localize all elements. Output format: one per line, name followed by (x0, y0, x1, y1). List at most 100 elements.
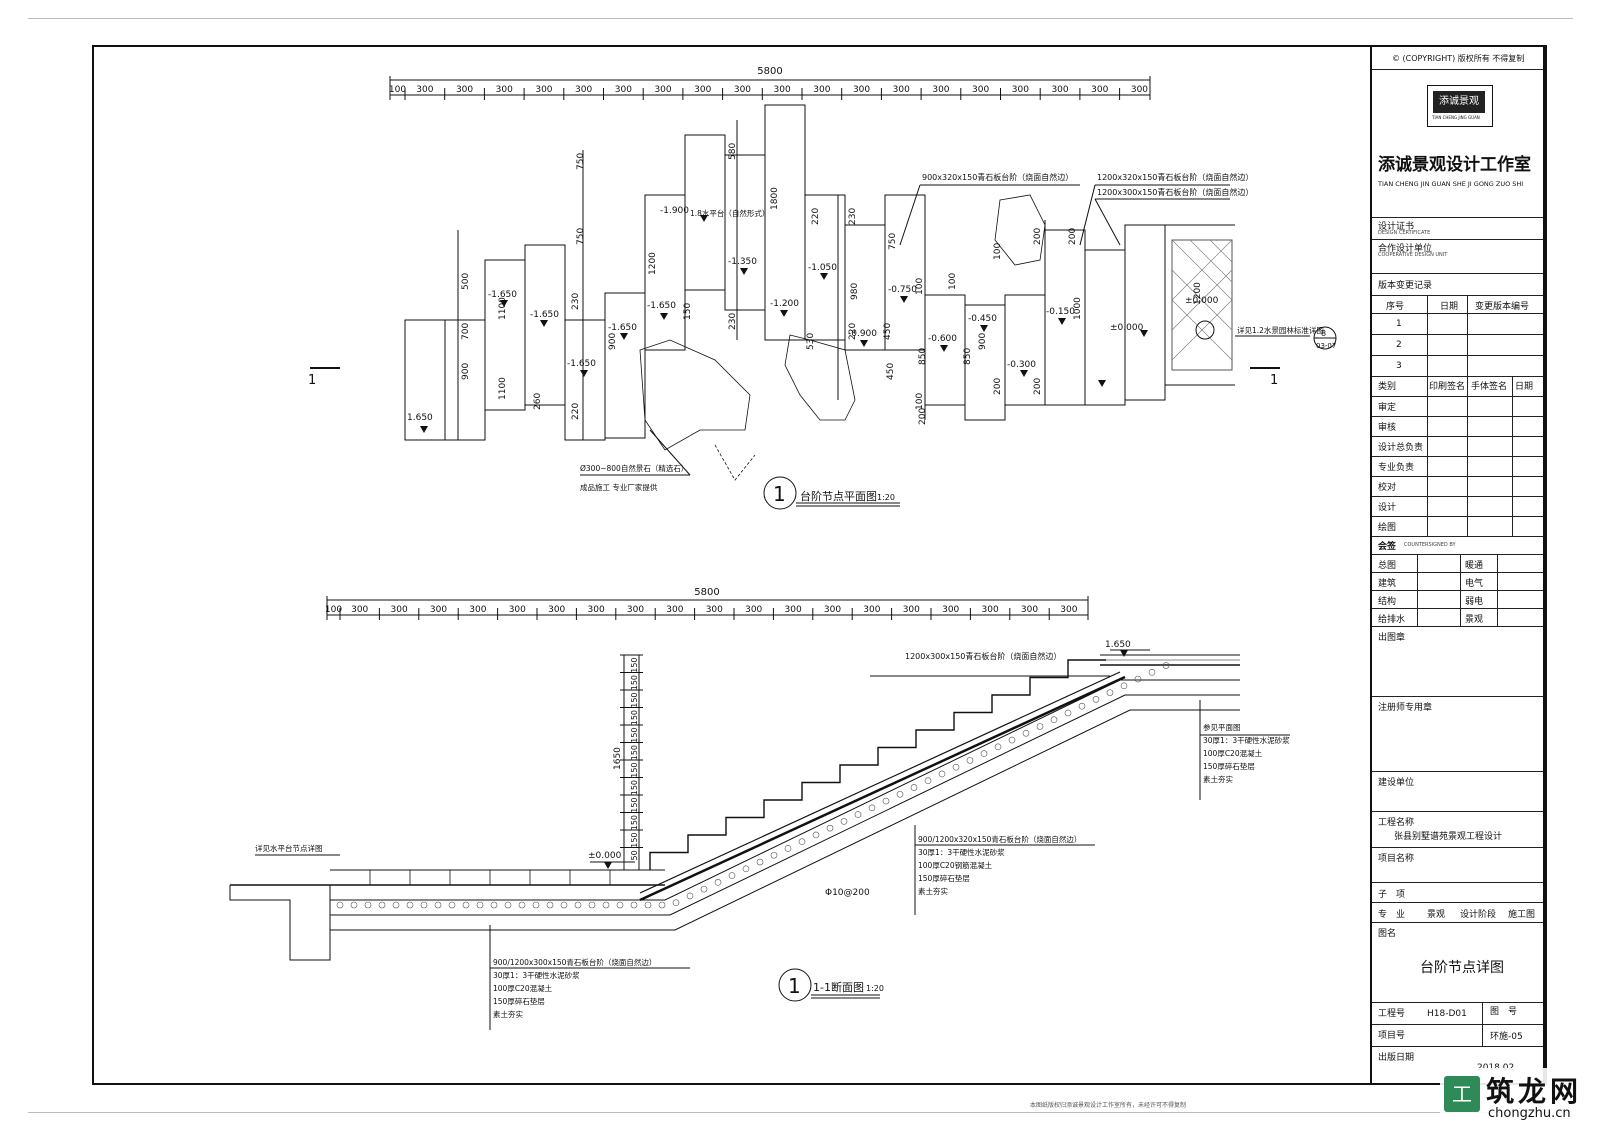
gravel-stone (672, 899, 680, 906)
item-no-row: 项目号 环施-05 (1372, 1024, 1543, 1046)
project-name: 张县别墅谱苑景观工程设计 (1394, 832, 1503, 842)
project-name-label: 工程名称 (1378, 818, 1415, 828)
gravel-stone (378, 901, 386, 909)
section-title-number: 1 (788, 974, 801, 998)
gravel-stone (924, 777, 932, 785)
plan-level-label: -1.900 (660, 206, 689, 216)
plan-level-label: -1.350 (728, 257, 757, 267)
section-height-dim: 1650 (613, 747, 623, 770)
top-dim-label: 300 (893, 85, 910, 95)
page-top-rule (28, 18, 1573, 19)
top-dim-label: 300 (972, 85, 989, 95)
sign-role-row: 审定 (1372, 396, 1543, 416)
drawing-frame (92, 45, 1547, 1085)
plan-level-label: -0.600 (928, 334, 957, 344)
section-base-level: ±0.000 (588, 851, 622, 861)
top-dim-label: 300 (1012, 85, 1029, 95)
title-block: © (COPYRIGHT) 版权所有 不得复制 添诚景观 TIAN CHENG … (1370, 45, 1545, 1085)
plan-level-label: -1.650 (608, 323, 637, 333)
top-dim-label: 300 (456, 85, 473, 95)
section-note: 素土夯实 (493, 1009, 523, 1019)
rev-header-no: 序号 (1386, 302, 1405, 312)
gravel-stone (588, 901, 596, 909)
plan-dim-label: 1100 (498, 377, 508, 400)
gravel-stone (868, 804, 876, 812)
gravel-stone (700, 885, 708, 893)
top-dim-label: 300 (734, 85, 751, 95)
plan-dim-label: 200 (1068, 228, 1078, 245)
gravel-stone (966, 757, 974, 764)
reg-stamp-label: 注册师专用章 (1378, 703, 1433, 713)
countersign-row-item: 给排水景观 (1372, 608, 1543, 626)
sign-role-label: 绘图 (1378, 523, 1397, 533)
gravel-stone (1120, 682, 1128, 690)
studio-area: 添诚景观 TIAN CHENG JING GUAN 添诚景观设计工作室 TIAN… (1372, 69, 1543, 259)
sign-header-cat: 类别 (1378, 382, 1397, 392)
drawing-name: 台阶节点详图 (1420, 960, 1504, 976)
studio-logo: 添诚景观 TIAN CHENG JING GUAN (1427, 85, 1493, 127)
plan-note-6: 详见1.2水景园林标准详图 (1237, 325, 1324, 335)
countersign-left: 总图 (1378, 561, 1397, 571)
sign-role-row: 设计 (1372, 496, 1543, 516)
gravel-stone (742, 865, 750, 873)
item-row: 项目名称 (1372, 847, 1543, 882)
sign-col-3 (1512, 376, 1513, 536)
spec-row: 专 业 景观 设计阶段 施工图 (1372, 902, 1543, 922)
studio-logo-inner: 添诚景观 (1433, 91, 1485, 113)
countersign-left: 给排水 (1378, 615, 1406, 625)
plan-dim-label: 150 (683, 303, 693, 320)
plan-dim-label: 200 (1033, 228, 1043, 245)
gravel-stone (882, 797, 890, 805)
bottom-dim-label: 300 (1021, 605, 1038, 615)
plan-note-4: Ø300~800自然景石（精选石） (580, 463, 688, 473)
plan-dim-label: 200 (918, 408, 928, 425)
plan-dim-label: 100 (993, 243, 1003, 260)
gravel-stone (854, 811, 862, 818)
detail-ref-bottom: 03-07 (1316, 342, 1336, 350)
riser-dim-label: 150 (630, 780, 639, 795)
section-note: 30厚1：3干硬性水泥砂浆 (493, 970, 580, 980)
top-dim-label: 300 (575, 85, 592, 95)
plan-dim-label: 900 (978, 333, 988, 350)
plan-dim-label: 220 (571, 403, 581, 420)
stage-value: 施工图 (1508, 910, 1536, 920)
job-no-label: 工程号 (1378, 1009, 1406, 1019)
section-note: 100厚C20混凝土 (1203, 748, 1263, 758)
cs-col-2 (1460, 554, 1461, 626)
plan-title-scale: 1:20 (877, 493, 895, 502)
stage-label: 设计阶段 (1460, 910, 1497, 920)
plan-dim-label: 260 (533, 393, 543, 410)
countersign-row: 会签 COUNTERSIGNED BY (1372, 536, 1543, 554)
bottom-dim-label: 300 (785, 605, 802, 615)
gravel-stone (532, 901, 540, 909)
riser-dim-label: 150 (630, 797, 639, 812)
studio-logo-sub: TIAN CHENG JING GUAN (1432, 115, 1480, 120)
riser-dim-label: 150 (630, 832, 639, 847)
cert-label: 设计证书 (1378, 222, 1415, 232)
plan-level-label: -1.650 (530, 310, 559, 320)
riser-dim-label: 50 (630, 850, 639, 860)
rev-row-1: 1 (1372, 313, 1543, 334)
top-dim-label: 300 (535, 85, 552, 95)
countersign-row-item: 总图暖通 (1372, 554, 1543, 572)
bottom-dim-label: 300 (548, 605, 565, 615)
plan-dim-label: 750 (576, 228, 586, 245)
gravel-stone (364, 901, 372, 909)
sign-role-row: 审核 (1372, 416, 1543, 436)
gravel-stone (574, 901, 582, 909)
gravel-stone (756, 858, 764, 866)
section-note: 素土夯实 (918, 886, 948, 896)
gravel-stone (462, 901, 470, 909)
plan-note-2: 1200x320x150青石板台阶（烧面自然边） (1097, 172, 1253, 182)
stamp-row: 出图章 (1372, 626, 1543, 696)
gravel-stone (448, 901, 456, 909)
gravel-stone (1008, 736, 1016, 744)
plan-dim-label: 500 (461, 273, 471, 290)
rev-row-3: 3 (1372, 355, 1543, 376)
bottom-dim-label: 300 (745, 605, 762, 615)
plan-dim-label: 230 (848, 208, 858, 225)
plan-level-label: -1.050 (808, 263, 837, 273)
plan-dim-label: 450 (883, 323, 893, 340)
plan-level-label: ±0.000 (1185, 296, 1219, 306)
gravel-stone (1134, 675, 1142, 683)
